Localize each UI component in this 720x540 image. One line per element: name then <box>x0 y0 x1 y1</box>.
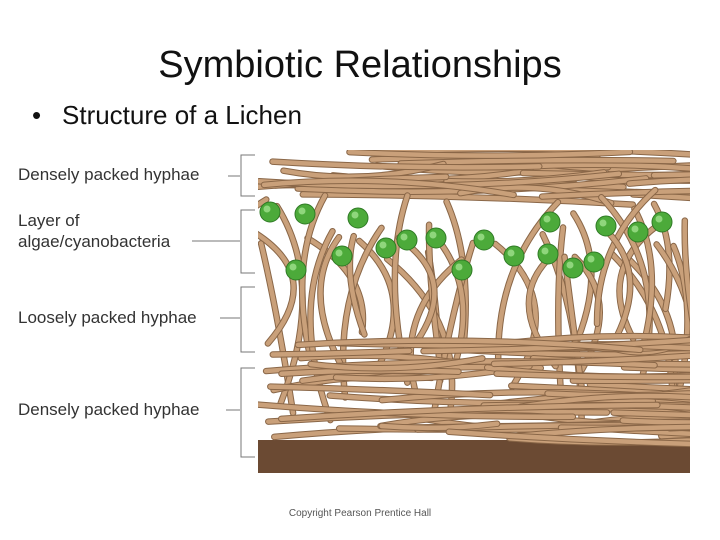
label-leader-lines <box>192 154 255 458</box>
hypha-strand <box>630 192 690 201</box>
algae-cell <box>451 259 473 281</box>
algae-highlight <box>655 215 663 223</box>
lichen-cross-section <box>229 150 690 473</box>
algae-highlight <box>566 261 574 269</box>
hypha-strand <box>258 232 296 346</box>
hypha-strand <box>379 421 500 431</box>
algae-highlight <box>543 215 551 223</box>
algae-highlight <box>455 263 463 271</box>
hypha-strand <box>308 356 485 371</box>
hypha-strand <box>604 229 633 338</box>
copyright-notice: Copyright Pearson Prentice Hall <box>288 508 432 519</box>
hypha-strand <box>611 410 690 418</box>
algae-highlight <box>400 233 408 241</box>
bullet-text: Structure of a Lichen <box>62 100 302 130</box>
algae-highlight <box>477 233 485 241</box>
algae-cell <box>651 211 673 233</box>
algae-cell <box>259 201 281 223</box>
algae-cell <box>537 243 559 265</box>
algae-highlight <box>379 241 387 249</box>
hypha-strand <box>597 426 690 437</box>
label-densely-packed-hyphae-bottom: Densely packed hyphae <box>18 400 200 419</box>
algae-cell <box>539 211 561 233</box>
algae-highlight <box>507 249 515 257</box>
hypha-strand <box>587 382 690 392</box>
hypha-strand <box>621 365 690 372</box>
hypha-strand <box>347 150 633 158</box>
hypha-strand <box>594 187 658 327</box>
hypha-strand <box>308 228 335 423</box>
algae-highlight <box>335 249 343 257</box>
slide-title: Symbiotic Relationships <box>158 44 562 86</box>
algae-cell <box>473 229 495 251</box>
algae-cells <box>259 201 673 281</box>
algae-cell <box>396 229 418 251</box>
hypha-strand <box>229 190 252 290</box>
algae-highlight <box>599 219 607 227</box>
hypha-strand <box>258 196 270 209</box>
algae-cell <box>595 215 617 237</box>
label-algae-line-2: algae/cyanobacteria <box>18 232 171 251</box>
hypha-strand <box>491 353 690 367</box>
hypha-strand <box>295 338 643 353</box>
algae-highlight <box>351 211 359 219</box>
algae-highlight <box>298 207 306 215</box>
hypha-strand <box>268 384 493 398</box>
hypha-strand <box>270 348 412 357</box>
algae-cell <box>583 251 605 273</box>
hypha-strand <box>278 402 660 422</box>
hypha-strand <box>570 377 690 383</box>
algae-cell <box>285 259 307 281</box>
algae-highlight <box>263 205 271 213</box>
hypha-strand <box>494 371 690 380</box>
hypha-strand <box>300 192 635 207</box>
algae-cell <box>425 227 447 249</box>
algae-cell <box>503 245 525 267</box>
algae-cell <box>375 237 397 259</box>
algae-cell <box>331 245 353 267</box>
algae-highlight <box>631 225 639 233</box>
hypha-strand <box>229 190 252 290</box>
algae-cell <box>627 221 649 243</box>
algae-cell <box>347 207 369 229</box>
hypha-strand <box>261 178 516 198</box>
bullet-item: • Structure of a Lichen <box>32 100 302 131</box>
hypha-strand <box>682 218 690 320</box>
hyphae-strands <box>229 150 690 448</box>
hypha-strand <box>511 162 690 171</box>
label-algae-line-1: Layer of <box>18 211 80 230</box>
hypha-strand <box>347 233 367 337</box>
hypha-strand <box>539 188 690 199</box>
hypha-strand <box>517 393 690 410</box>
algae-highlight <box>289 263 297 271</box>
hypha-strand <box>398 157 676 166</box>
hypha-strand <box>446 429 690 447</box>
algae-highlight <box>587 255 595 263</box>
hypha-strand <box>372 150 690 157</box>
hypha-strand <box>515 424 690 439</box>
algae-cell <box>562 257 584 279</box>
hypha-strand <box>270 159 542 170</box>
algae-cell <box>294 203 316 225</box>
algae-highlight <box>429 231 437 239</box>
hypha-strand <box>627 177 690 186</box>
label-loosely-packed-hyphae: Loosely packed hyphae <box>18 308 197 327</box>
label-algae-layer: Layer of algae/cyanobacteria <box>18 210 170 252</box>
label-densely-packed-hyphae-top: Densely packed hyphae <box>18 165 200 184</box>
algae-highlight <box>541 247 549 255</box>
hypha-strand <box>620 418 690 425</box>
bullet-dot-icon: • <box>32 100 42 130</box>
hypha-strand <box>258 197 269 208</box>
